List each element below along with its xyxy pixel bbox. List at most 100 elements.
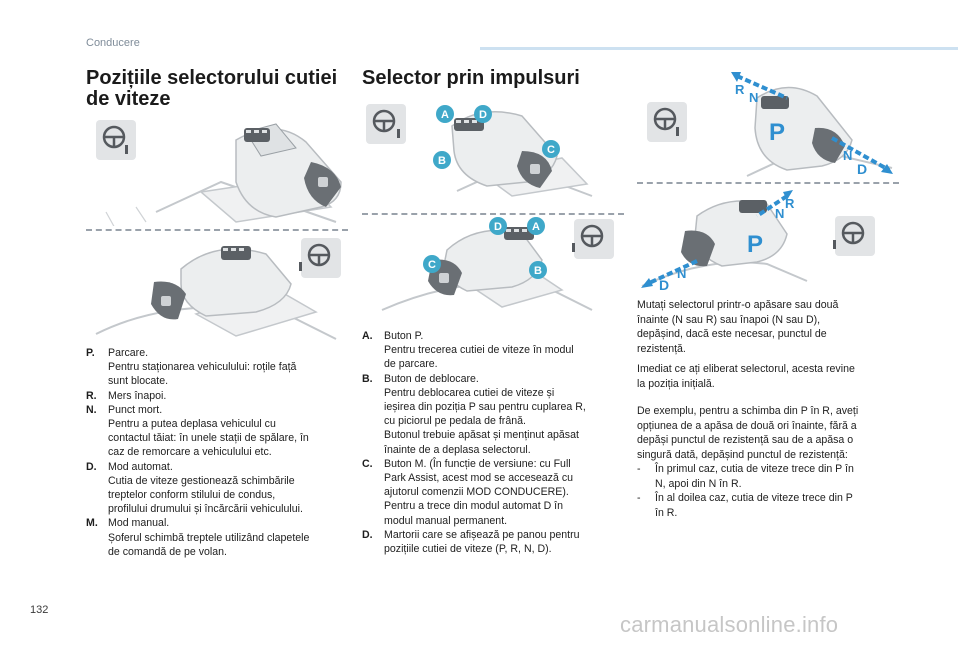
left-legend: P. Parcare. Pentru staționarea vehiculul… — [86, 346, 354, 559]
watermark: carmanualsonline.info — [620, 612, 839, 637]
legend-line: Pentru a trece din modul automat D în — [384, 500, 564, 513]
middle-column-title: Selector prin impulsuri — [362, 67, 580, 89]
legend-line: Mod manual. — [108, 517, 170, 530]
legend-line: Mers înapoi. — [108, 389, 167, 402]
paragraph-line: Mutați selectorul printr-o apăsare sau d… — [637, 299, 839, 311]
steering-wheel-icon — [572, 219, 614, 259]
illustration-divider-right — [637, 182, 899, 184]
legend-key: P. — [86, 347, 95, 359]
illustration-divider-middle — [362, 213, 624, 215]
legend-line: profilului drumului și încărcării vehicu… — [108, 503, 303, 516]
list-item: - În primul caz, cutia de viteze trece d… — [637, 462, 899, 491]
legend-item-d: D. Mod automat. Cutia de viteze gestione… — [86, 460, 354, 517]
callout-label: D — [479, 109, 487, 121]
legend-line: ajutorul comenzii MOD CONDUCERE). — [384, 486, 569, 499]
legend-line: sunt blocate. — [108, 375, 169, 388]
legend-line: treptelor conform stilului de condus, — [108, 489, 276, 502]
legend-item-d: D. Martorii care se afișează pe panou pe… — [362, 528, 624, 556]
steering-wheel-icon — [647, 102, 687, 142]
legend-line: de comandă de pe volan. — [108, 545, 227, 558]
section-header: Conducere — [86, 37, 140, 49]
legend-line: Pentru a putea deplasa vehiculul cu — [108, 418, 276, 431]
legend-item-m: M. Mod manual. Șoferul schimbă treptele … — [86, 516, 354, 559]
list-item: - În al doilea caz, cutia de viteze trec… — [637, 491, 899, 520]
legend-key: R. — [86, 389, 97, 402]
callout-a: A — [436, 105, 454, 123]
steering-wheel-icon — [96, 120, 136, 160]
legend-line: Pentru trecerea cutiei de viteze în modu… — [384, 344, 574, 357]
paragraph-line: opțiunea de a apăsa de două ori înainte,… — [637, 419, 857, 432]
callout-c: C — [423, 255, 441, 273]
callout-d: D — [489, 217, 507, 235]
legend-line: Parcare. — [108, 347, 149, 359]
legend-line: Butonul trebuie apăsat și menținut apăsa… — [384, 429, 579, 442]
steering-wheel-icon — [366, 104, 406, 144]
left-title-line2: de viteze — [86, 88, 171, 110]
legend-line: Pentru staționarea vehiculului: roțile f… — [108, 361, 297, 374]
example-paragraph: De exemplu, pentru a schimba din P în R,… — [637, 404, 899, 462]
impulse-selector-illustration-bottom: D A C B — [381, 217, 614, 311]
instruction-paragraph-2: Imediat ce ați eliberat selectorul, aces… — [637, 362, 899, 391]
bullet-mark: - — [637, 463, 641, 475]
gear-label-r: R — [735, 82, 745, 97]
paragraph-line: înainte (N sau R) sau înapoi (N sau D), — [637, 313, 821, 326]
example-bullet-list: - În primul caz, cutia de viteze trece d… — [637, 462, 899, 520]
legend-line: contactul tăiat: în unele stații de spăl… — [108, 432, 309, 445]
legend-line: de parcare. — [384, 358, 438, 371]
gear-label-d: D — [659, 277, 669, 292]
callout-a: A — [527, 217, 545, 235]
callout-b: B — [529, 261, 547, 279]
gear-label-r: R — [785, 196, 795, 211]
legend-line: Buton M. (În funcție de versiune: cu Ful… — [384, 457, 571, 470]
legend-line: Buton P. — [384, 330, 424, 342]
legend-item-b: B. Buton de deblocare. Pentru deblocarea… — [362, 372, 624, 457]
legend-line: cu piciorul pe pedala de frână. — [384, 415, 526, 428]
callout-c: C — [542, 140, 560, 158]
bullet-line: În primul caz, cutia de viteze trece din… — [655, 463, 854, 475]
paragraph-line: la poziția inițială. — [637, 377, 715, 390]
legend-key: N. — [86, 403, 97, 416]
selector-backward-illustration: R N P N D — [641, 190, 875, 292]
bullet-line: N, apoi din N în R. — [655, 477, 742, 490]
callout-label: D — [494, 221, 502, 233]
paragraph-line: rezistență. — [637, 342, 686, 355]
header-accent-bar — [480, 47, 958, 50]
legend-key: C. — [362, 457, 373, 470]
legend-item-p: P. Parcare. Pentru staționarea vehiculul… — [86, 346, 354, 389]
legend-line: Punct mort. — [108, 403, 163, 416]
left-title-line1: Pozițiile selectorului cutiei — [86, 67, 338, 89]
bullet-line: în R. — [655, 506, 678, 519]
legend-item-a: A. Buton P. Pentru trecerea cutiei de vi… — [362, 329, 624, 372]
legend-key: M. — [86, 517, 98, 530]
gear-label-n: N — [677, 266, 686, 281]
callout-label: B — [534, 265, 542, 277]
legend-line: caz de remorcare a vehiculului etc. — [108, 446, 272, 459]
callout-b: B — [433, 151, 451, 169]
gear-selector-illustration-bottom — [95, 238, 341, 340]
middle-legend: A. Buton P. Pentru trecerea cutiei de vi… — [362, 329, 624, 556]
callout-label: C — [547, 144, 555, 156]
legend-line: Park Assist, acest mod se accesează cu — [384, 472, 574, 485]
legend-item-c: C. Buton M. (În funcție de versiune: cu … — [362, 457, 624, 528]
gear-label-n: N — [843, 148, 852, 163]
paragraph-line: Imediat ce ați eliberat selectorul, aces… — [637, 363, 855, 375]
bullet-mark: - — [637, 492, 641, 504]
gear-label-d: D — [857, 161, 867, 177]
legend-key: D. — [362, 528, 373, 541]
selector-forward-illustration: R N P N D — [647, 72, 893, 177]
paragraph-line: depășind, dacă este necesar, punctul de — [637, 328, 827, 340]
legend-line: Cutia de viteze gestionează schimbările — [108, 474, 295, 487]
legend-line: modul manual permanent. — [384, 514, 508, 527]
legend-line: ieșirea din poziția P sau pentru cuplare… — [384, 401, 586, 414]
paragraph-line: depăși punctul de rezistență sau de a ap… — [637, 434, 854, 446]
steering-wheel-icon — [833, 216, 875, 256]
callout-label: B — [438, 155, 446, 167]
legend-key: B. — [362, 372, 373, 385]
legend-line: înainte de a deplasa selectorul. — [384, 443, 531, 456]
instruction-paragraph-1: Mutați selectorul printr-o apăsare sau d… — [637, 298, 899, 356]
steering-wheel-icon — [299, 238, 341, 278]
gear-label-p: P — [769, 119, 785, 146]
bullet-line: În al doilea caz, cutia de viteze trece … — [655, 492, 853, 504]
gear-label-n: N — [749, 90, 758, 105]
legend-key: D. — [86, 460, 97, 473]
